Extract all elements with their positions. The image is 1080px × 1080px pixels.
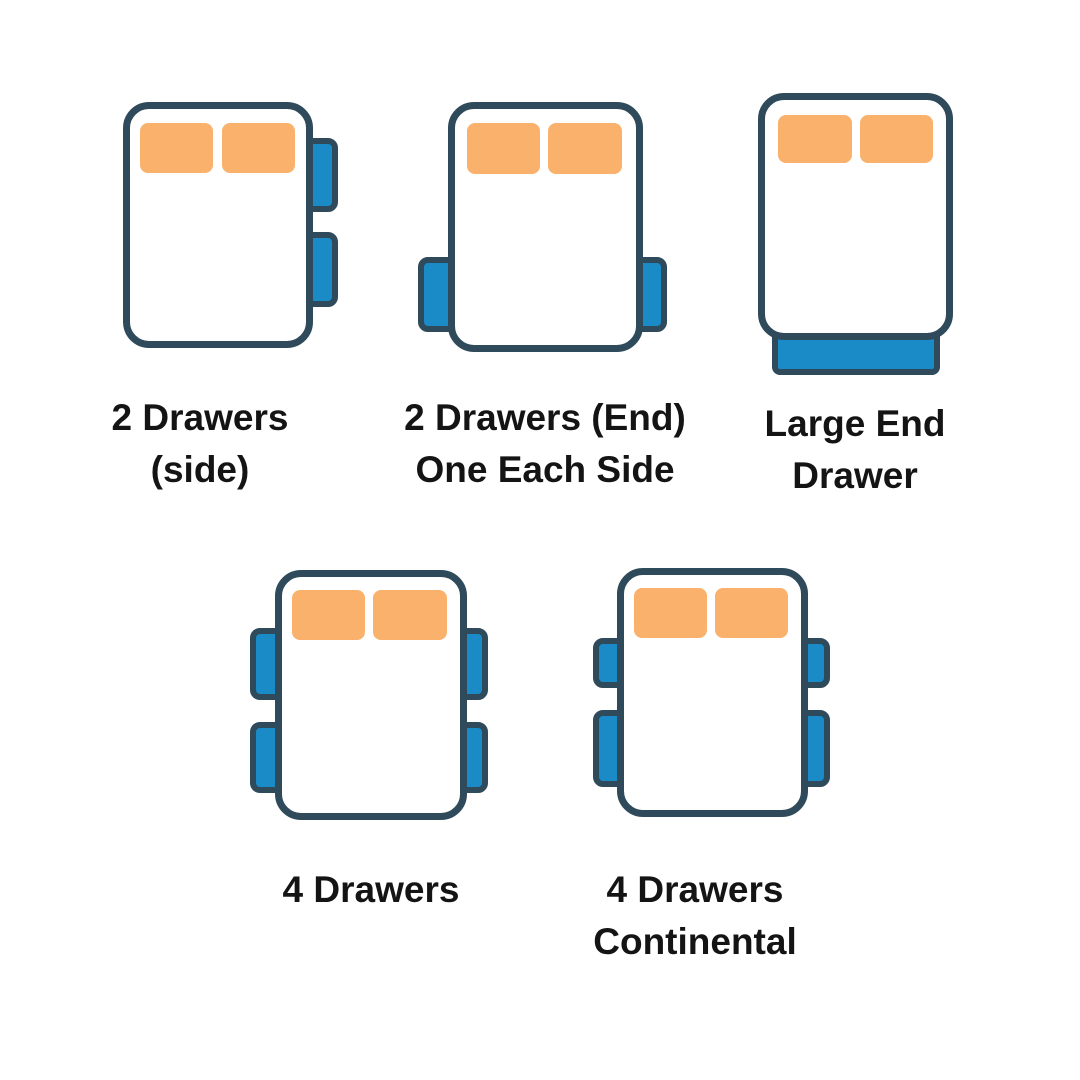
figure-label-line: Large End <box>764 403 946 444</box>
pillow-icon-left <box>467 123 540 174</box>
figure-label-large-end-drawer: Large End Drawer <box>735 398 975 502</box>
figure-2-drawers-end <box>418 102 667 352</box>
figure-2-drawers-side <box>123 102 338 348</box>
figure-label-2-drawers-end: 2 Drawers (End) One Each Side <box>385 392 705 496</box>
pillow-icon-right <box>860 115 933 163</box>
pillow-icon-left <box>140 123 213 173</box>
figure-label-line: 4 Drawers <box>606 869 784 910</box>
figure-label-4-drawers: 4 Drawers <box>251 864 491 916</box>
figure-label-line: One Each Side <box>415 449 675 490</box>
bed-icon <box>617 568 808 817</box>
pillow-icon-left <box>778 115 852 163</box>
figure-label-line: Continental <box>593 921 797 962</box>
figure-4-drawers <box>250 570 488 820</box>
pillow-icon-right <box>548 123 622 174</box>
bed-icon <box>448 102 643 352</box>
pillow-icon-right <box>715 588 788 638</box>
bed-icon <box>758 93 953 340</box>
figure-label-line: (side) <box>150 449 250 490</box>
figure-large-end-drawer <box>758 93 953 375</box>
figure-4-drawers-continental <box>593 568 830 817</box>
pillow-icon-right <box>373 590 447 640</box>
figure-label-line: 2 Drawers (End) <box>404 397 686 438</box>
figure-label-line: 2 Drawers <box>111 397 289 438</box>
pillow-icon-left <box>634 588 707 638</box>
pillow-icon-right <box>222 123 295 173</box>
figure-label-2-drawers-side: 2 Drawers (side) <box>80 392 320 496</box>
figure-label-line: Drawer <box>792 455 918 496</box>
pillow-icon-left <box>292 590 365 640</box>
figure-label-4-drawers-continental: 4 Drawers Continental <box>575 864 815 968</box>
bed-icon <box>123 102 313 348</box>
bed-icon <box>275 570 467 820</box>
figure-label-line: 4 Drawers <box>282 869 460 910</box>
